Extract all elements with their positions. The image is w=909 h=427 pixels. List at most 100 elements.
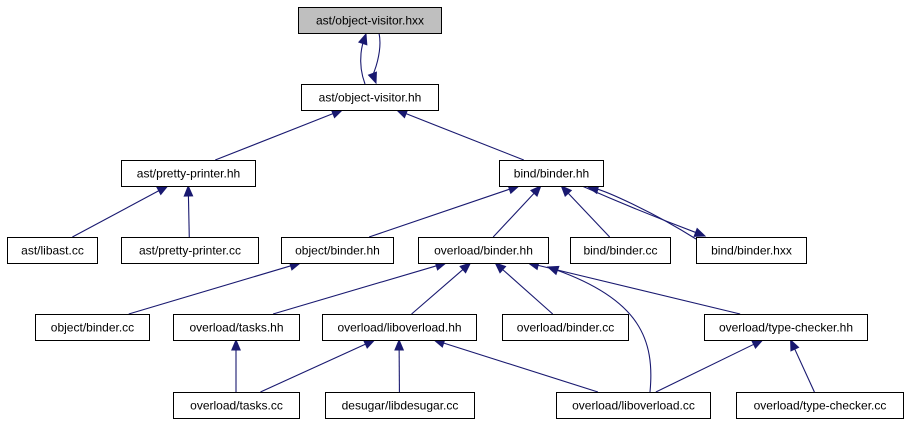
edge-line [128, 265, 292, 315]
node-box [502, 314, 629, 341]
arrowhead-icon [693, 227, 707, 237]
arrowhead-icon [530, 185, 542, 198]
edge-line [567, 192, 611, 238]
node-box [35, 314, 150, 341]
node-label: overload/liboverload.hh [337, 321, 461, 335]
edge-line [372, 32, 381, 76]
node-label: overload/binder.hh [434, 244, 533, 258]
node-label: ast/pretty-printer.cc [139, 244, 241, 258]
dependency-edge [357, 32, 368, 85]
arrowhead-icon [790, 338, 800, 352]
arrowhead-icon [183, 184, 194, 197]
arrowhead-icon [459, 262, 472, 274]
arrowhead-icon [560, 185, 573, 198]
file-node[interactable]: overload/liboverload.cc [556, 392, 711, 419]
dependency-edge [790, 338, 815, 393]
dependency-edge [432, 338, 599, 393]
node-label: overload/liboverload.cc [572, 399, 695, 413]
edge-line [655, 343, 755, 393]
node-box [281, 237, 394, 264]
edge-line [215, 112, 335, 161]
file-node[interactable]: desugar/libdesugar.cc [325, 392, 475, 419]
file-node[interactable]: overload/tasks.hh [173, 314, 300, 341]
dependency-edge [395, 109, 524, 161]
edge-line [411, 268, 464, 315]
file-node[interactable]: ast/object-visitor.hh [301, 84, 439, 111]
file-node[interactable]: bind/binder.hh [499, 160, 604, 187]
node-label: ast/object-visitor.hxx [316, 14, 424, 28]
node-box [173, 392, 300, 419]
dependency-edge [527, 260, 741, 315]
node-box [298, 7, 442, 34]
node-box [499, 160, 604, 187]
node-label: desugar/libdesugar.cc [342, 399, 459, 413]
node-label: ast/libast.cc [21, 244, 84, 258]
node-label: bind/binder.hxx [711, 244, 792, 258]
node-box [173, 314, 300, 341]
file-node[interactable]: object/binder.hh [281, 237, 394, 264]
node-box [570, 237, 671, 264]
node-box [322, 314, 477, 341]
dependency-edge [367, 32, 381, 85]
edge-line [260, 343, 367, 393]
arrowhead-icon [231, 338, 241, 351]
edge-line [187, 194, 190, 238]
edge-line [793, 347, 815, 393]
arrowhead-icon [546, 265, 560, 276]
node-label: ast/object-visitor.hh [319, 91, 422, 105]
edge-line [442, 342, 599, 393]
edge-line [360, 41, 366, 85]
file-node[interactable]: overload/binder.cc [502, 314, 629, 341]
node-label: bind/binder.hh [514, 167, 589, 181]
arrowhead-icon [156, 185, 169, 196]
arrowhead-icon [367, 71, 377, 85]
node-box [325, 392, 475, 419]
dependency-edge [215, 109, 344, 161]
file-node[interactable]: overload/type-checker.cc [736, 392, 904, 419]
file-node[interactable]: bind/binder.cc [570, 237, 671, 264]
node-box [704, 314, 868, 341]
arrowhead-icon [394, 338, 405, 351]
dependency-edge [260, 339, 376, 393]
node-label: overload/tasks.cc [190, 399, 283, 413]
arrowhead-icon [751, 339, 764, 350]
dependency-edge [183, 184, 194, 238]
node-label: object/binder.hh [295, 244, 380, 258]
node-box [556, 392, 711, 419]
file-node[interactable]: ast/pretty-printer.cc [121, 237, 259, 264]
dependency-edge [492, 185, 542, 238]
node-box [736, 392, 904, 419]
edge-line [272, 265, 438, 315]
file-node[interactable]: overload/binder.hh [418, 237, 549, 264]
arrowhead-icon [362, 339, 376, 349]
node-label: object/binder.cc [51, 321, 134, 335]
file-node[interactable]: ast/libast.cc [7, 237, 98, 264]
edge-line [581, 185, 697, 234]
file-node[interactable]: ast/pretty-printer.hh [121, 160, 256, 187]
file-node[interactable]: overload/tasks.cc [173, 392, 300, 419]
node-label: bind/binder.cc [583, 244, 657, 258]
dependency-edge [394, 338, 405, 393]
node-box [121, 160, 256, 187]
node-box [7, 237, 98, 264]
file-node[interactable]: overload/liboverload.hh [322, 314, 477, 341]
dependency-edge [655, 339, 764, 393]
edge-line [556, 269, 652, 393]
file-node[interactable]: object/binder.cc [35, 314, 150, 341]
node-box [418, 237, 549, 264]
node-label: overload/binder.cc [517, 321, 614, 335]
edge-line [368, 188, 511, 238]
node-box [696, 237, 807, 264]
node-label: ast/pretty-printer.hh [137, 167, 240, 181]
dependency-edge [581, 185, 707, 237]
file-node[interactable]: overload/type-checker.hh [704, 314, 868, 341]
edge-line [492, 192, 536, 238]
dependency-edge [494, 262, 554, 315]
dependency-edge [231, 338, 241, 392]
node-layer: ast/object-visitor.hxx ast/object-visitor… [7, 7, 904, 419]
dependency-edge [368, 184, 521, 238]
node-label: overload/type-checker.hh [719, 321, 853, 335]
edge-line [501, 268, 554, 315]
file-node[interactable]: bind/binder.hxx [696, 237, 807, 264]
